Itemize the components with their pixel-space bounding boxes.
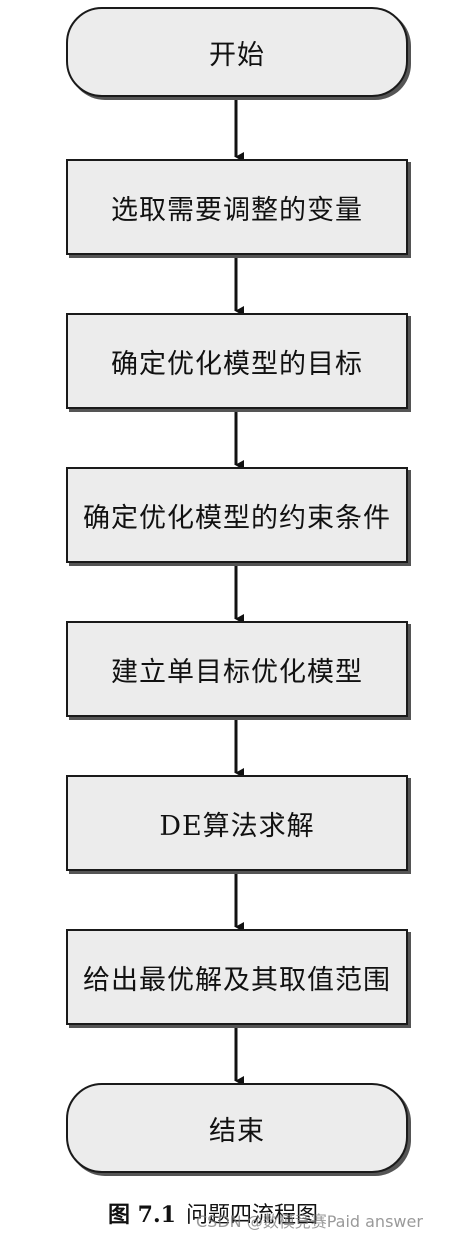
process-box-optimal-solution: 给出最优解及其取值范围 bbox=[66, 929, 408, 1025]
start-label: 开始 bbox=[209, 39, 265, 71]
process-label-optimal-solution: 给出最优解及其取值范围 bbox=[83, 964, 391, 996]
figure-caption: 图 7.1 问题四流程图 bbox=[108, 1197, 318, 1229]
process-box-define-objective: 确定优化模型的目标 bbox=[66, 313, 408, 409]
process-box-select-variables: 选取需要调整的变量 bbox=[66, 159, 408, 255]
process-label-build-model: 建立单目标优化模型 bbox=[111, 656, 363, 688]
process-label-define-objective: 确定优化模型的目标 bbox=[111, 348, 363, 380]
process-label-de-solve: DE算法求解 bbox=[159, 810, 315, 842]
watermark: CSDN @数模竞赛Paid answer bbox=[196, 1212, 423, 1231]
process-box-define-constraints: 确定优化模型的约束条件 bbox=[66, 467, 408, 563]
end-terminal: 结束 bbox=[66, 1083, 408, 1173]
figure-number: 图 7.1 bbox=[108, 1202, 176, 1228]
end-label: 结束 bbox=[209, 1115, 265, 1147]
process-box-de-solve: DE算法求解 bbox=[66, 775, 408, 871]
process-box-build-model: 建立单目标优化模型 bbox=[66, 621, 408, 717]
start-terminal: 开始 bbox=[66, 7, 408, 97]
process-label-define-constraints: 确定优化模型的约束条件 bbox=[83, 502, 391, 534]
process-label-select-variables: 选取需要调整的变量 bbox=[111, 194, 363, 226]
figure-title: 问题四流程图 bbox=[185, 1203, 318, 1228]
